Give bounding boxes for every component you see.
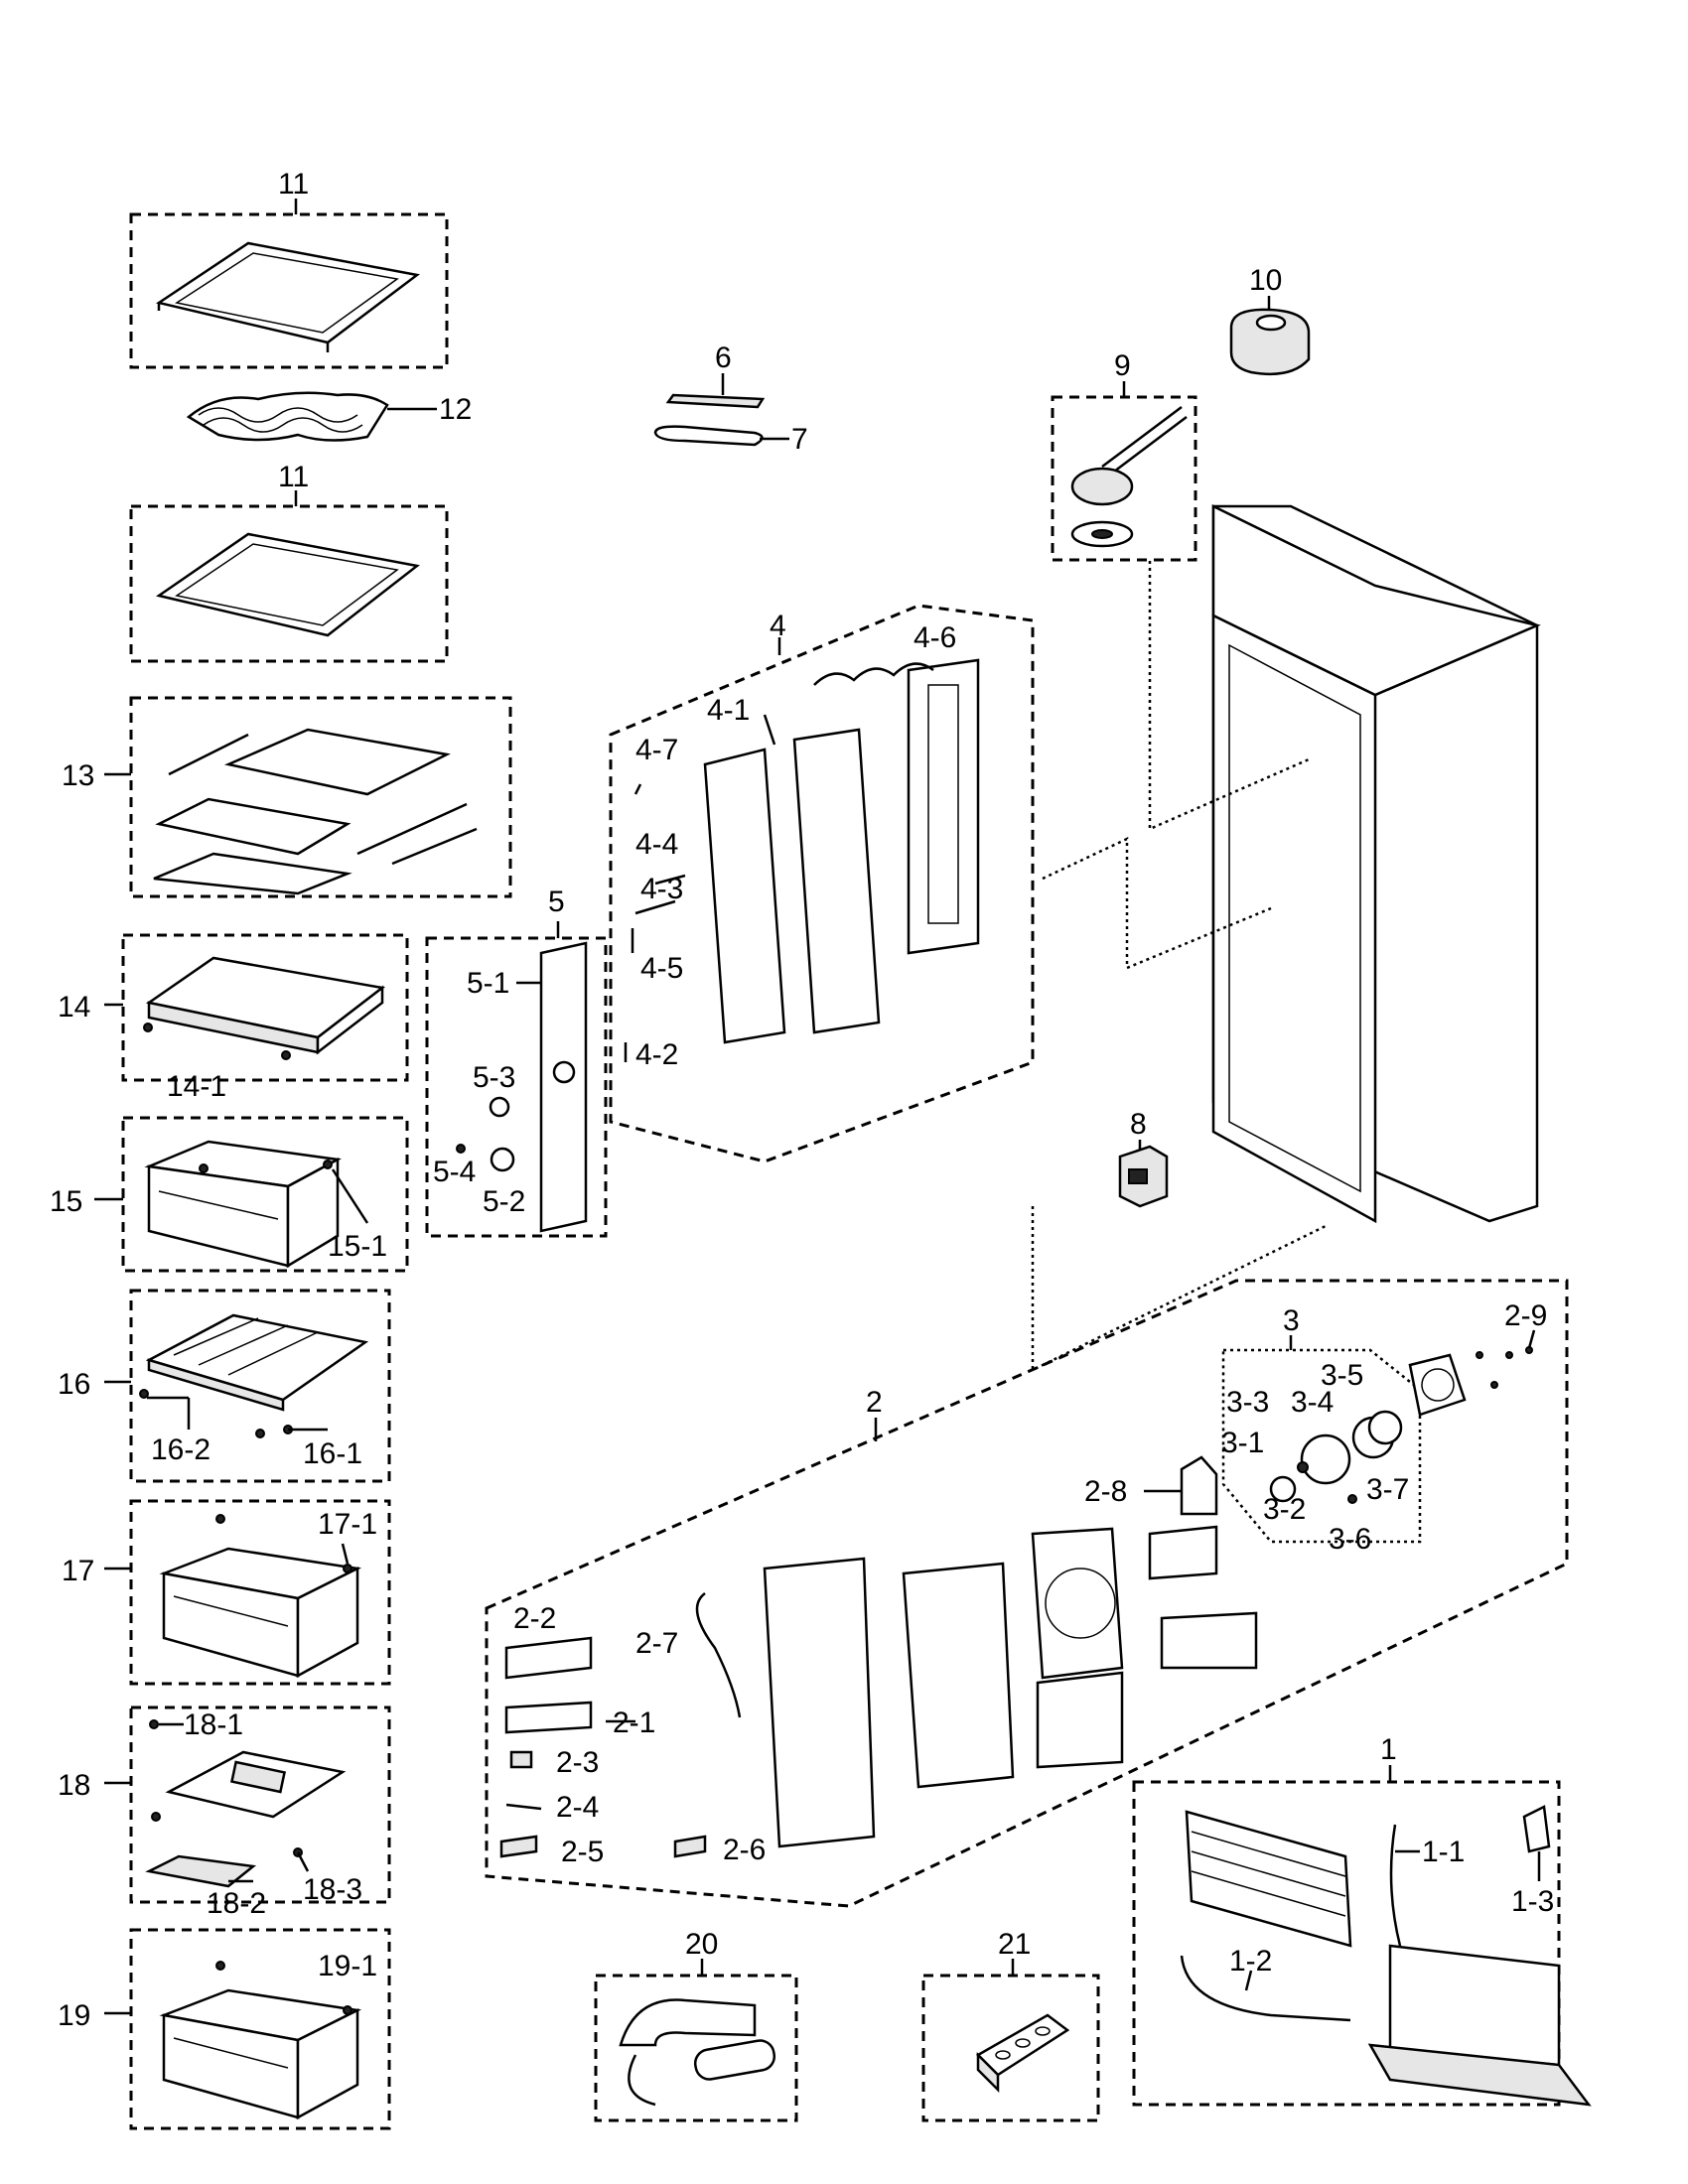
callout-5-2: 5-2	[483, 1185, 525, 1218]
part-9-damper	[1051, 381, 1197, 562]
callout-3-4: 3-4	[1291, 1386, 1334, 1419]
callout-11-upper: 11	[278, 168, 309, 201]
part-10-cap	[1229, 296, 1311, 376]
callout-18-1: 18-1	[184, 1708, 243, 1741]
callout-16-2: 16-2	[151, 1433, 211, 1466]
callout-2: 2	[866, 1386, 883, 1419]
callout-12: 12	[439, 393, 472, 426]
callout-13: 13	[62, 759, 94, 792]
part-19-drawer	[104, 1928, 391, 2130]
part-6-7-strip-and-gasket	[653, 373, 789, 447]
callout-5-4: 5-4	[433, 1156, 476, 1188]
part-5-panel	[425, 921, 608, 1238]
callout-1-2: 1-2	[1229, 1945, 1272, 1978]
callout-18-3: 18-3	[303, 1873, 362, 1906]
callout-4-7: 4-7	[635, 734, 678, 766]
callout-15-1: 15-1	[328, 1230, 387, 1263]
part-3-fan-motor	[1221, 1335, 1467, 1544]
callout-2-2: 2-2	[513, 1602, 556, 1635]
leader-lines	[1031, 561, 1327, 1373]
part-20-filter	[594, 1959, 798, 2122]
callout-4-1: 4-1	[707, 694, 750, 727]
callout-4: 4	[770, 610, 786, 642]
callout-9: 9	[1114, 349, 1131, 382]
callout-1-1: 1-1	[1422, 1836, 1465, 1868]
callout-4-2: 4-2	[635, 1038, 678, 1071]
part-16-drawer-cover	[104, 1289, 391, 1483]
callout-5-3: 5-3	[473, 1061, 515, 1094]
callout-1: 1	[1380, 1733, 1397, 1766]
part-1-evaporator	[1132, 1765, 1592, 2107]
callout-7: 7	[791, 423, 808, 456]
part-13-shelf-assembly	[104, 696, 512, 898]
callout-8: 8	[1130, 1108, 1147, 1141]
callout-20: 20	[685, 1928, 718, 1961]
part-15-drawer	[94, 1116, 409, 1273]
callout-4-3: 4-3	[640, 873, 683, 905]
part-18-drawer-cover	[104, 1706, 391, 1904]
callout-19: 19	[58, 1999, 90, 2032]
part-17-drawer	[104, 1499, 391, 1686]
callout-2-8: 2-8	[1084, 1475, 1127, 1508]
callout-3-3: 3-3	[1226, 1386, 1269, 1419]
callout-2-7: 2-7	[635, 1627, 678, 1660]
callout-4-5: 4-5	[640, 952, 683, 985]
callout-3-5: 3-5	[1321, 1359, 1363, 1392]
part-11-shelf-upper	[129, 199, 449, 369]
part-2-evaporator-assembly	[485, 1279, 1569, 1908]
callout-2-6: 2-6	[723, 1834, 766, 1866]
callout-3-1: 3-1	[1221, 1427, 1264, 1459]
callout-19-1: 19-1	[318, 1950, 377, 1982]
callout-5-1: 5-1	[467, 967, 509, 1000]
part-11-shelf-lower	[129, 490, 449, 663]
part-4-duct-assembly	[609, 604, 1035, 1163]
callout-2-3: 2-3	[556, 1746, 599, 1779]
part-21-egg-tray	[921, 1959, 1100, 2122]
callout-14: 14	[58, 991, 90, 1024]
callout-17-1: 17-1	[318, 1508, 377, 1541]
callout-3-2: 3-2	[1263, 1493, 1306, 1526]
callout-2-9: 2-9	[1504, 1299, 1547, 1332]
part-8-relay	[1118, 1140, 1169, 1208]
callout-5: 5	[548, 886, 565, 918]
callout-4-4: 4-4	[635, 828, 678, 861]
part-14-bin	[104, 933, 409, 1082]
callout-6: 6	[715, 341, 732, 374]
callout-2-5: 2-5	[561, 1836, 604, 1868]
callout-18-2: 18-2	[207, 1887, 266, 1920]
callout-15: 15	[50, 1185, 82, 1218]
part-cabinet	[1211, 503, 1541, 1224]
callout-21: 21	[998, 1928, 1031, 1961]
part-12-wine-rack	[186, 391, 437, 442]
callout-17: 17	[62, 1555, 94, 1587]
callout-11-lower: 11	[278, 461, 309, 493]
callout-18: 18	[58, 1769, 90, 1802]
callout-3-6: 3-6	[1329, 1523, 1371, 1556]
callout-16: 16	[58, 1368, 90, 1401]
callout-1-3: 1-3	[1511, 1885, 1554, 1918]
callout-10: 10	[1249, 264, 1282, 297]
callout-2-4: 2-4	[556, 1791, 599, 1824]
callout-3-7: 3-7	[1366, 1473, 1409, 1506]
callout-14-1: 14-1	[167, 1070, 226, 1103]
callout-3: 3	[1283, 1304, 1300, 1337]
callout-16-1: 16-1	[303, 1437, 362, 1470]
callout-4-6: 4-6	[914, 621, 956, 654]
callout-2-1: 2-1	[613, 1706, 655, 1739]
